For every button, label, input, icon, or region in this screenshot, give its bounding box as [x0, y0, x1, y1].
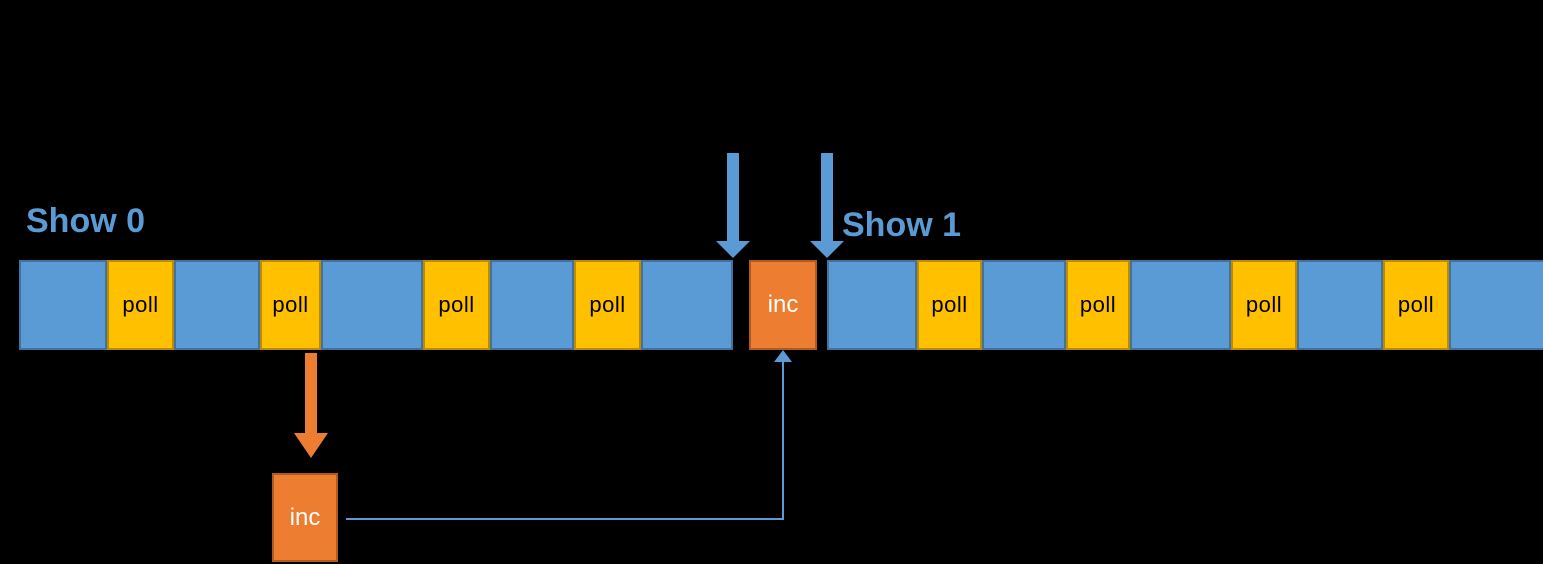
poll-segment: poll [1066, 260, 1130, 350]
frame-segment [641, 260, 733, 350]
inline-inc-block: inc [749, 260, 817, 350]
poll-segment: poll [1231, 260, 1297, 350]
frame-segment [1449, 260, 1543, 350]
feedback-connector-arrowhead-icon [774, 350, 792, 362]
show1-start-arrow-icon [810, 153, 844, 258]
poll-segment-label: poll [122, 292, 159, 317]
poll-segment: poll [260, 260, 321, 350]
show1-title: Show 1 [842, 206, 962, 244]
arrow-shaft [305, 353, 317, 433]
feedback-connector-horizontal [346, 518, 784, 520]
arrow-shaft [727, 153, 739, 241]
frame-segment [321, 260, 423, 350]
poll-segment-label: poll [1079, 292, 1117, 317]
arrow-head [810, 241, 844, 258]
poll-segment-label: poll [272, 292, 309, 317]
poll-segment-label: poll [1397, 292, 1435, 317]
arrow-shaft [821, 153, 833, 241]
deferred-inc-label: inc [289, 503, 321, 531]
frame-segment [19, 260, 107, 350]
frame-segment [490, 260, 574, 350]
poll-segment: poll [917, 260, 982, 350]
arrow-head [716, 241, 750, 258]
show0-title: Show 0 [26, 202, 146, 240]
show0-end-arrow-icon [716, 153, 750, 258]
poll-segment: poll [574, 260, 641, 350]
poll-segment: poll [1383, 260, 1449, 350]
frame-segment [174, 260, 260, 350]
poll-segment: poll [107, 260, 174, 350]
arrow-head [294, 433, 328, 458]
frame-segment [982, 260, 1066, 350]
poll-to-inc-arrow-icon [294, 353, 328, 458]
frame-segment [1130, 260, 1231, 350]
deferred-inc-box: inc [272, 473, 338, 562]
feedback-connector-vertical [782, 361, 784, 520]
poll-segment-label: poll [931, 292, 968, 317]
inline-inc-label: inc [767, 291, 799, 318]
poll-segment-label: poll [438, 292, 475, 317]
poll-segment-label: poll [1245, 292, 1283, 317]
frame-segment [827, 260, 917, 350]
poll-segment-label: poll [589, 292, 626, 317]
poll-segment: poll [423, 260, 490, 350]
frame-segment [1297, 260, 1383, 350]
